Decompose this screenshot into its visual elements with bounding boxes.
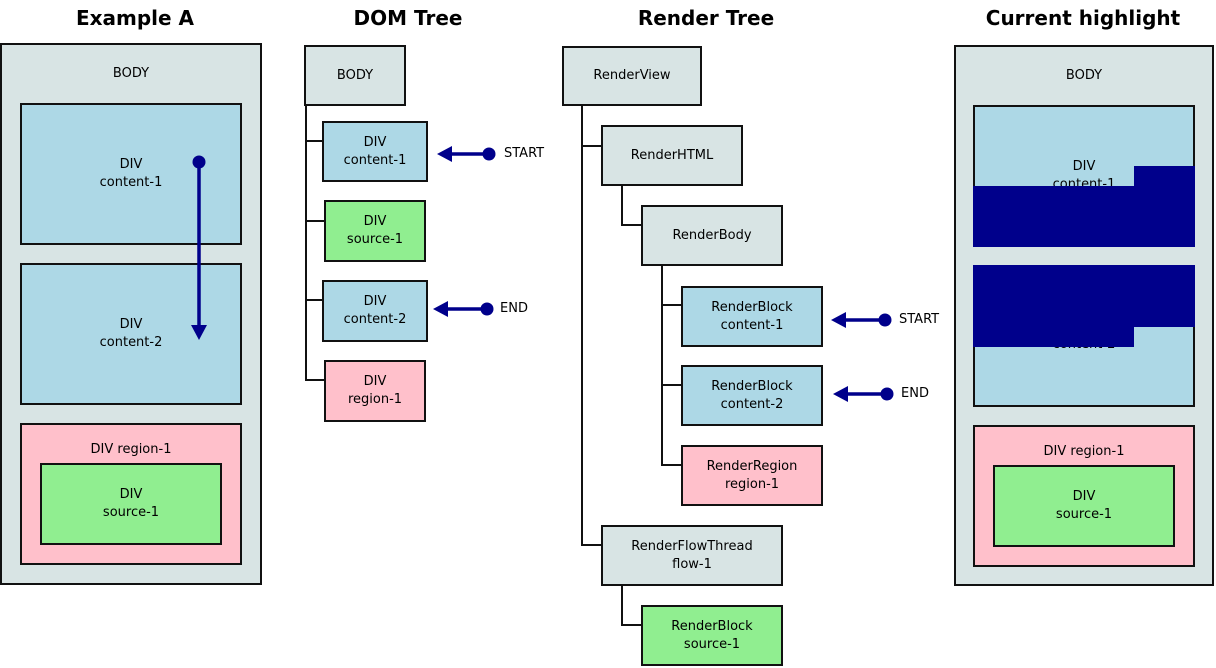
example-body-label: BODY: [112, 66, 150, 81]
highlight-source-box: DIV source-1: [993, 465, 1175, 547]
dom-source-1-id: source-1: [346, 232, 404, 247]
dom-content-2-node: DIV content-2: [322, 280, 428, 342]
render-html-node: RenderHTML: [601, 125, 743, 186]
render-block-content-2-node: RenderBlock content-2: [681, 365, 823, 426]
render-start-arrow: [831, 312, 892, 328]
dom-body-label: BODY: [336, 67, 374, 83]
dom-content-2-id: content-2: [343, 312, 407, 327]
render-block-content-1-node: RenderBlock content-1: [681, 286, 823, 347]
highlight-source-id: source-1: [1055, 507, 1113, 522]
highlight-content-1-tag: DIV: [1072, 159, 1096, 174]
render-flow-thread-node: RenderFlowThread flow-1: [601, 525, 783, 586]
dom-end-arrow: [433, 301, 494, 317]
render-block-content-1-type: RenderBlock: [711, 299, 793, 315]
render-body-label: RenderBody: [672, 227, 752, 243]
dom-content-1-id: content-1: [343, 152, 407, 168]
dom-source-1-tag: DIV: [363, 214, 387, 229]
dom-content-2-tag: DIV: [363, 294, 387, 309]
dom-source-1-node: DIV source-1: [324, 200, 426, 262]
dom-content-1-tag: DIV: [363, 134, 387, 150]
render-body-node: RenderBody: [641, 205, 783, 266]
dom-body-node: BODY: [304, 45, 406, 106]
render-region-type: RenderRegion: [706, 458, 798, 474]
dom-tree-connectors: [305, 106, 324, 381]
example-region-label: DIV region-1: [90, 442, 172, 457]
example-content-1-box: DIV content-1: [20, 103, 242, 245]
example-source-id: source-1: [102, 505, 160, 520]
highlight-region-label: DIV region-1: [1043, 444, 1125, 459]
render-region-id: region-1: [724, 476, 780, 492]
dom-start-arrow: [437, 146, 496, 162]
render-tree-title: Render Tree: [637, 6, 775, 30]
render-block-source-type: RenderBlock: [671, 618, 753, 634]
render-block-source-id: source-1: [683, 636, 741, 652]
highlight-body-label: BODY: [1065, 68, 1103, 83]
render-html-label: RenderHTML: [630, 147, 714, 163]
render-end-arrow: [833, 386, 894, 402]
dom-region-1-tag: DIV: [363, 374, 387, 389]
current-highlight-title: Current highlight: [985, 6, 1181, 30]
render-block-source-node: RenderBlock source-1: [641, 605, 783, 666]
dom-start-label: START: [504, 146, 545, 161]
render-end-label: END: [901, 386, 929, 401]
example-content-1-tag: DIV: [119, 157, 143, 172]
dom-region-1-node: DIV region-1: [324, 360, 426, 422]
render-block-content-2-type: RenderBlock: [711, 378, 793, 394]
render-block-content-2-id: content-2: [720, 396, 784, 412]
dom-region-1-id: region-1: [347, 392, 403, 407]
render-flow-thread-id: flow-1: [672, 556, 712, 572]
example-content-2-box: DIV content-2: [20, 263, 242, 405]
dom-end-label: END: [500, 301, 528, 316]
example-source-box: DIV source-1: [40, 463, 222, 545]
example-content-2-id: content-2: [99, 335, 163, 350]
example-a-title: Example A: [75, 6, 195, 30]
render-region-node: RenderRegion region-1: [681, 445, 823, 506]
example-content-2-tag: DIV: [119, 317, 143, 332]
render-tree-connectors: [581, 106, 681, 626]
example-source-tag: DIV: [119, 487, 143, 502]
render-flow-thread-type: RenderFlowThread: [631, 538, 753, 554]
render-start-label: START: [899, 312, 940, 327]
dom-tree-title: DOM Tree: [353, 6, 463, 30]
render-view-label: RenderView: [593, 68, 671, 83]
example-selection-arrow: [191, 155, 207, 340]
example-content-1-id: content-1: [99, 175, 163, 190]
highlight-source-tag: DIV: [1072, 489, 1096, 504]
dom-content-1-node: DIV content-1: [322, 121, 428, 182]
render-view-node: RenderView: [562, 46, 702, 106]
render-block-content-1-id: content-1: [720, 317, 784, 333]
